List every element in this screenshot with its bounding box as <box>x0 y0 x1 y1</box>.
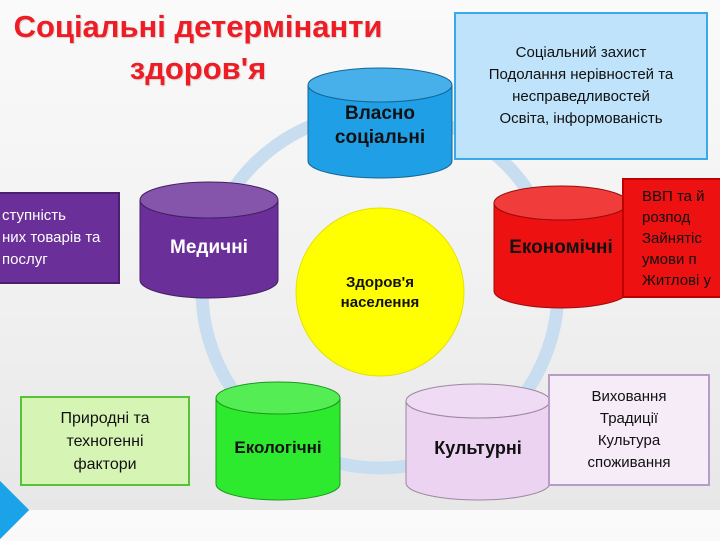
cylinder-social-line-2: соціальні <box>334 127 426 148</box>
cylinder-medical-label: Медичні <box>170 237 248 258</box>
box-ecological: Природні та техногенні фактори <box>20 396 190 486</box>
page-title: Соціальні детермінанти здоров'я <box>8 6 388 90</box>
title-line-2: здоров'я <box>129 51 267 86</box>
center-label: Здоров'я населення <box>290 218 470 368</box>
cylinder-ecological-top <box>215 381 341 415</box>
box-economic-line: Житлові у <box>642 271 712 289</box>
box-cultural-line: споживання <box>587 454 671 471</box>
cylinder-medical-top <box>139 181 279 219</box>
cylinder-economic-shape <box>493 185 629 309</box>
box-economic-line: ВВП та й <box>642 187 705 205</box>
box-economic-line: умови п <box>642 250 697 268</box>
cylinder-ecological: Екологічні <box>215 381 341 501</box>
box-medical-line: ступність <box>2 207 66 224</box>
center-circle <box>295 207 465 377</box>
box-social-line: Подолання нерівностей та <box>488 66 674 83</box>
cylinder-medical: Медичні <box>139 181 279 299</box>
cylinder-cultural: Культурні <box>405 383 551 501</box>
box-cultural: Виховання Традиції Культура споживання <box>548 374 710 486</box>
box-ecological-line: Природні та <box>60 409 150 427</box>
box-medical: ступність них товарів та послуг <box>0 192 120 284</box>
cylinder-medical-shape <box>139 181 279 299</box>
box-ecological-line: фактори <box>73 455 137 473</box>
center-label-line-2: населення <box>340 294 420 311</box>
cylinder-economic: Економічні <box>493 185 629 309</box>
box-social-line: несправедливостей <box>512 88 650 105</box>
box-social-line: Соціальний захист <box>515 44 647 61</box>
cylinder-ecological-shape <box>215 381 341 501</box>
center-label-line-1: Здоров'я <box>346 274 414 291</box>
cylinder-social-shape <box>307 67 453 179</box>
box-social: Соціальний захист Подолання нерівностей … <box>454 12 708 160</box>
box-ecological-line: техногенні <box>66 432 144 450</box>
title-line-1: Соціальні детермінанти <box>13 9 383 44</box>
box-cultural-line: Виховання <box>591 388 667 405</box>
cylinder-social: Власно соціальні <box>307 67 453 179</box>
cylinder-cultural-label: Культурні <box>434 438 522 458</box>
box-cultural-line: Традиції <box>599 410 659 427</box>
box-economic-line: розпод <box>642 208 691 226</box>
cylinder-social-top <box>307 67 453 103</box>
cylinder-cultural-top <box>405 383 551 419</box>
box-economic-line: Зайнятіс <box>642 229 702 247</box>
box-medical-line: послуг <box>2 251 48 268</box>
cylinder-cultural-shape <box>405 383 551 501</box>
box-cultural-line: Культура <box>597 432 661 449</box>
cylinder-economic-top <box>493 185 629 221</box>
cylinder-ecological-label: Екологічні <box>234 438 322 457</box>
box-economic: ВВП та й розпод Зайнятіс умови п Житлові… <box>622 178 720 298</box>
box-social-line: Освіта, інформованість <box>499 110 663 127</box>
cylinder-social-line-1: Власно <box>344 103 415 124</box>
box-medical-line: них товарів та <box>2 229 101 246</box>
cylinder-economic-label: Економічні <box>509 237 613 258</box>
